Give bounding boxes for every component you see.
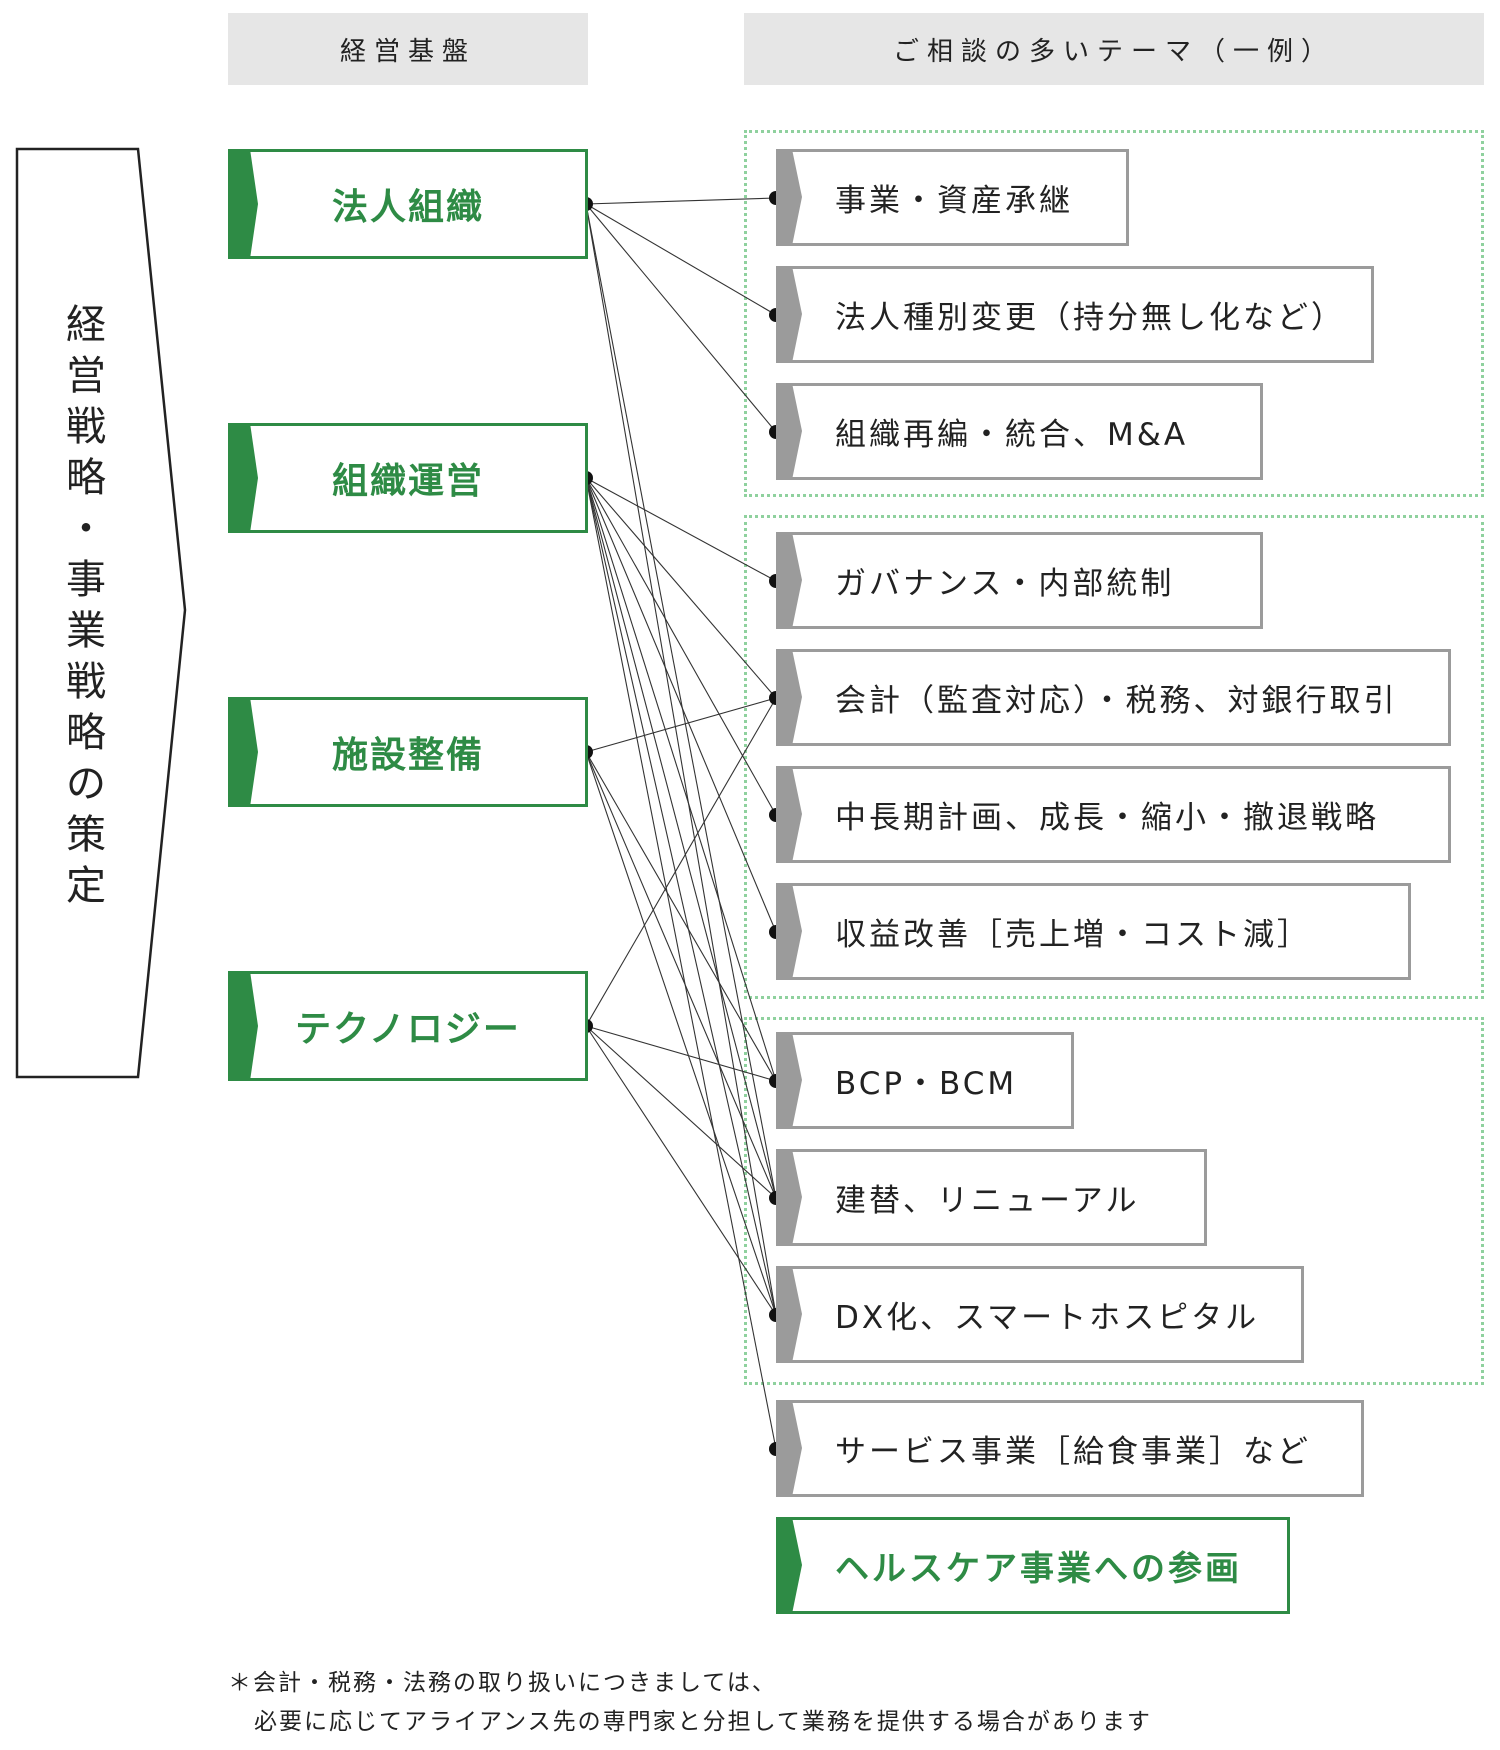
category-tab-marker [228,971,258,1081]
strategy-label: 経営戦略・事業戦略の策定 [62,300,110,912]
strategy-arrow-shape [15,147,187,1079]
topic-tab-marker [776,1400,802,1497]
topic-label: 事業・資産承継 [835,183,1073,219]
topic-tab-marker [776,1266,802,1363]
topic-box: DX化、スマートホスピタル [776,1266,1304,1363]
category-technology: テクノロジー [228,971,588,1081]
topic-box-highlight: ヘルスケア事業への参画 [776,1517,1290,1614]
topic-box: 会計（監査対応）・税務、対銀行取引 [776,649,1451,746]
header-business-foundation: 経営基盤 [228,13,588,85]
category-tab-marker [228,423,258,533]
topic-box: 組織再編・統合、M&A [776,383,1263,480]
category-label: 組織運営 [331,461,484,502]
topic-tab-marker [776,1149,802,1246]
topic-tab-marker [776,383,802,480]
category-label: 施設整備 [331,735,484,776]
topic-box: 事業・資産承継 [776,149,1129,246]
footnote-line-1: ＊会計・税務・法務の取り扱いにつきましては、 [228,1670,777,1696]
category-tab-marker [228,149,258,259]
strategy-label-char: 策 [66,812,106,858]
strategy-label-char: ・ [66,506,106,552]
topic-tab-marker [776,649,802,746]
topic-box: 収益改善［売上増・コスト減］ [776,883,1411,980]
strategy-label-char: 経 [66,302,106,348]
strategy-label-char: 業 [66,608,106,654]
header-common-themes: ご相談の多いテーマ（一例） [744,13,1484,85]
category-label: 法人組織 [331,187,484,228]
topic-label: 建替、リニューアル [835,1183,1140,1219]
topic-tab-marker [776,532,802,629]
strategy-label-char: 戦 [66,404,106,450]
topic-label: ヘルスケア事業への参画 [835,1549,1242,1589]
category-hojin-soshiki: 法人組織 [228,149,588,259]
topic-label: 会計（監査対応）・税務、対銀行取引 [835,683,1398,719]
topic-tab-marker [776,1032,802,1129]
topic-label: DX化、スマートホスピタル [835,1300,1260,1336]
topic-label: サービス事業［給食事業］など [835,1434,1311,1470]
topic-box: 中長期計画、成長・縮小・撤退戦略 [776,766,1451,863]
strategy-label-char: 略 [66,455,106,501]
topic-box: 法人種別変更（持分無し化など） [776,266,1374,363]
strategy-label-char: 営 [66,353,106,399]
footnote-line-2: 必要に応じてアライアンス先の専門家と分担して業務を提供する場合があります [254,1709,1152,1735]
category-shisetsu-seibi: 施設整備 [228,697,588,807]
topic-tab-marker [776,266,802,363]
topic-label: 法人種別変更（持分無し化など） [835,300,1345,336]
strategy-label-char: 事 [66,557,106,603]
topic-box: ガバナンス・内部統制 [776,532,1263,629]
category-tab-marker [228,697,258,807]
topic-tab-marker [776,766,802,863]
topic-box: 建替、リニューアル [776,1149,1207,1246]
topic-label: ガバナンス・内部統制 [835,566,1175,602]
topic-label: BCP・BCM [835,1066,1018,1102]
category-soshiki-unei: 組織運営 [228,423,588,533]
category-label: テクノロジー [295,1009,521,1050]
strategy-label-char: 略 [66,710,106,756]
topic-label: 中長期計画、成長・縮小・撤退戦略 [835,800,1379,836]
strategy-label-char: 定 [66,863,106,909]
strategy-label-char: 戦 [66,659,106,705]
topic-label: 収益改善［売上増・コスト減］ [835,917,1311,953]
strategy-label-char: の [66,761,106,807]
topic-tab-marker [776,1517,802,1614]
topic-tab-marker [776,883,802,980]
topic-box: BCP・BCM [776,1032,1074,1129]
topic-tab-marker [776,149,802,246]
topic-label: 組織再編・統合、M&A [835,417,1189,453]
topic-box: サービス事業［給食事業］など [776,1400,1364,1497]
